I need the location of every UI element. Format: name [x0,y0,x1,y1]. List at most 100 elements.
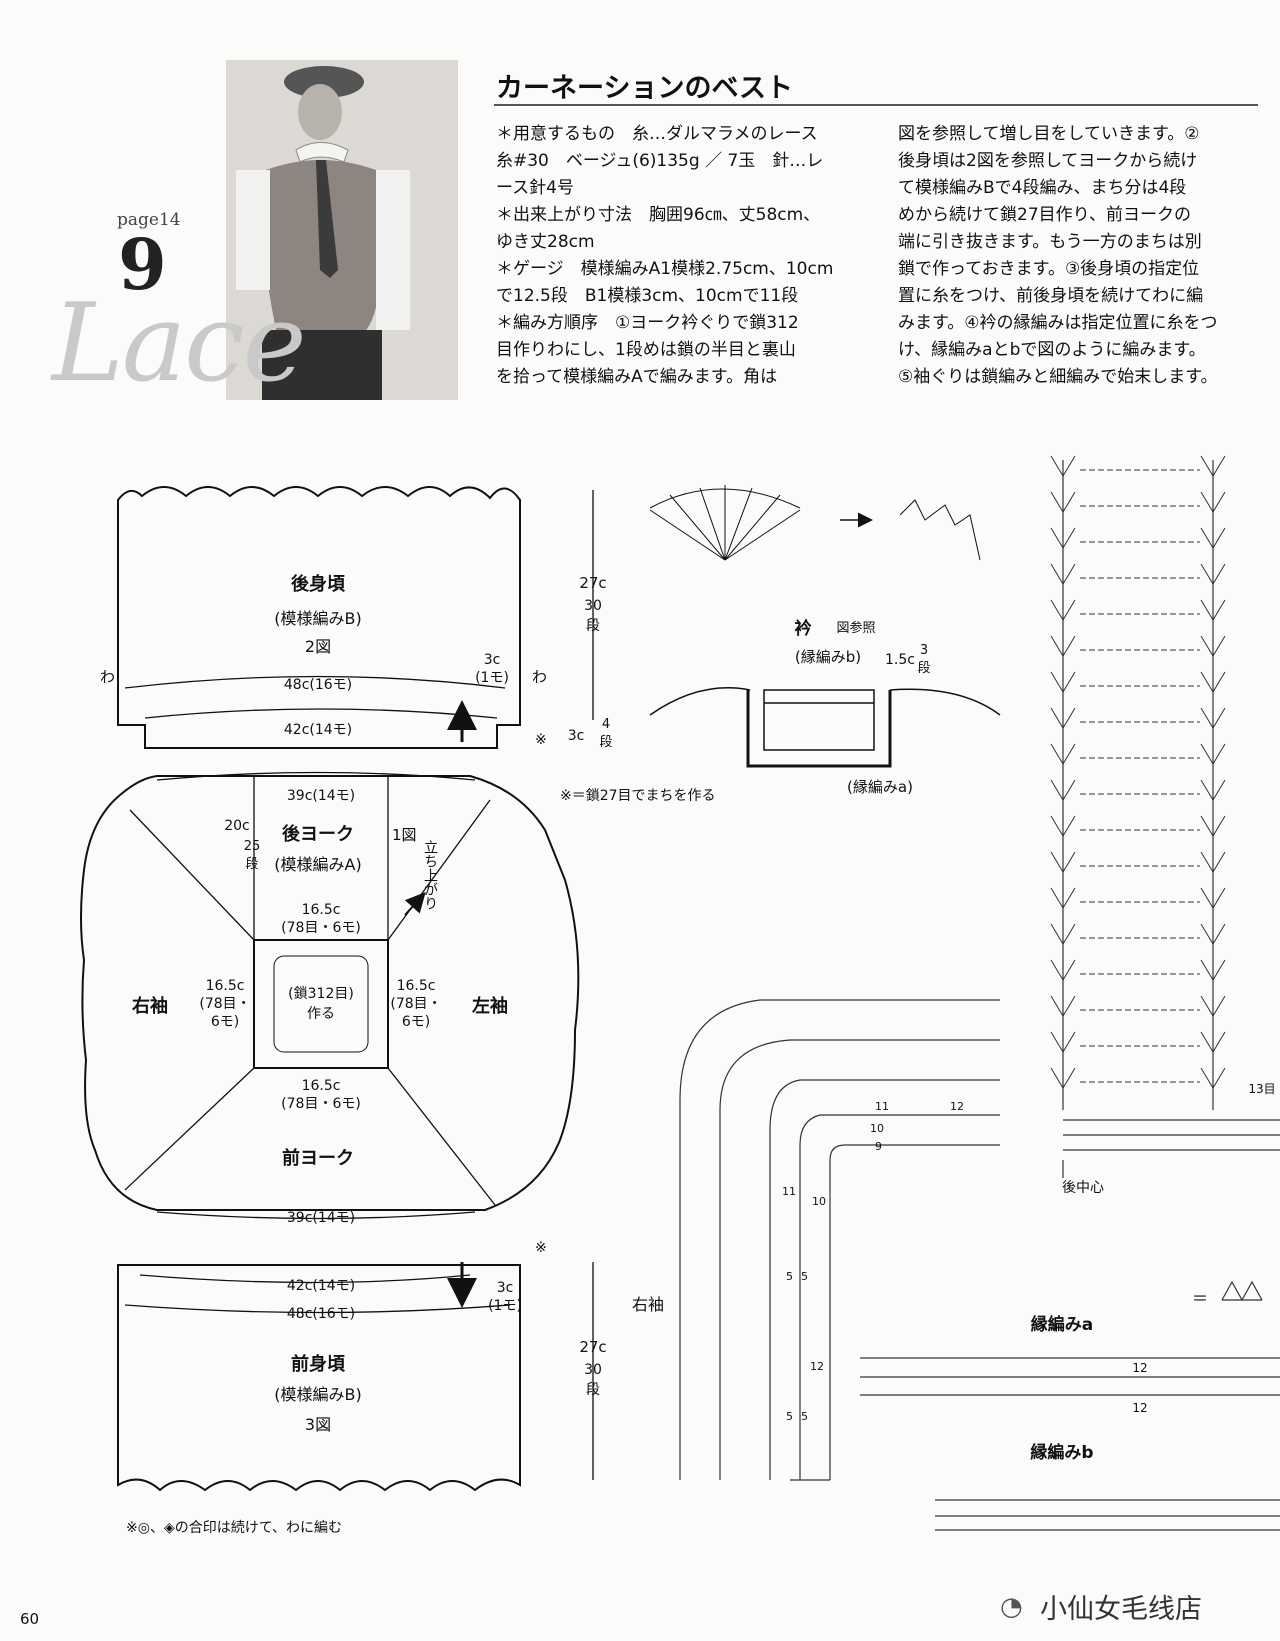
collar-label: 衿 [795,618,812,639]
watermark-text: 小仙女毛线店 [1040,1594,1202,1625]
row-label: 5 [801,1410,808,1423]
dim-3c-side: 3c [568,728,585,744]
front-body-label: 前身頃 [291,1353,346,1375]
fan-stitch-mark [1050,707,1076,729]
row-13-label: 13目 [1248,1082,1275,1096]
edging-a-count-bottom: 12 [1132,1401,1147,1415]
fan-stitch-mark [1050,491,1076,513]
lace-decor-word: Lace [52,281,307,406]
row-label: 5 [801,1270,808,1283]
instruction-line: めから続けて鎖27目作り、前ヨークの [898,205,1191,225]
collar-dim-dan: 段 [917,661,930,676]
dim-dan-bottom: 段 [586,1382,600,1398]
fan-stitch-mark [1200,635,1226,657]
fan-stitch-mark [1050,527,1076,549]
fan-stitch-mark [1200,743,1226,765]
fan-stitch-mark [1200,779,1226,801]
row-label: 12 [810,1360,824,1373]
fan-stitch-mark [1200,671,1226,693]
center-make: 作る [307,1006,335,1022]
instruction-line: ＊ゲージ 模様編みA1模様2.75cm、10cm [496,259,834,279]
fan-stitch-mark [1200,851,1226,873]
row-label: 9 [875,1140,882,1153]
edging-a-title: 縁編みa [1031,1314,1093,1335]
back-body-stitch: (模様編みB) [274,609,361,628]
dim-dan-4: 段 [599,735,612,750]
instruction-line: ゆき丈28cm [496,232,595,252]
row-label: 11 [782,1185,796,1198]
fan-stitch-mark [1200,1031,1226,1053]
instruction-line: ⑤袖ぐりは鎖編みと細編みで始末します。 [898,367,1218,387]
dim-1mo-bottom: (1モ) [488,1298,522,1314]
kome-bottom: ※ [535,1240,547,1256]
fan-stitch-mark [1200,1067,1226,1089]
pattern-number: 9 [118,223,167,306]
instruction-line: 目作りわにし、1段めは鎖の半目と裏山 [496,340,796,360]
front-body-fig: 3図 [305,1415,331,1434]
gusset-note: ※＝鎖27目でまちを作る [560,788,716,804]
row-label: 5 [786,1410,793,1423]
instruction-line: ＊出来上がり寸法 胸囲96㎝、丈58cm、 [496,205,821,225]
fan-stitch-mark [1200,887,1226,909]
fan-stitch-mark [1200,815,1226,837]
dim-48-top: 48c(16モ) [284,677,352,693]
wa-left: わ [100,668,115,686]
collar-edge-a: (縁編みa) [847,778,913,796]
collar-ref: 図参照 [836,620,875,636]
right-sleeve-label: 右袖 [132,995,168,1017]
fan-stitch-mark [1050,743,1076,765]
tachiagari-label: 立ち上がり [422,840,438,910]
collar-dim-15: 1.5c [885,652,915,668]
front-body-stitch: (模様編みB) [274,1385,361,1404]
instruction-line: 後身頃は2図を参照してヨークから続け [898,151,1198,171]
dim-78-left: (78目・ [199,996,250,1012]
collar-edge-b: (縁編みb) [795,648,861,666]
join-note: ※◎、◈の合印は続けて、わに編む [126,1519,342,1536]
fan-stitch-mark [1050,1067,1076,1089]
dim-30-bottom: 30 [584,1362,602,1378]
edging-a-count-top: 12 [1132,1361,1147,1375]
dim-6mo-right: 6モ) [402,1014,430,1030]
instruction-line: みます。④衿の縁編みは指定位置に糸をつ [898,313,1218,333]
fan-stitch-mark [1050,995,1076,1017]
edge-equals: ＝ [1192,1289,1208,1308]
instruction-line: 鎖で作っておきます。③後身頃の指定位 [898,259,1200,279]
dim-6mo-left: 6モ) [211,1014,239,1030]
dim-27c-bottom: 27c [579,1338,606,1356]
fan-stitch-mark [1050,671,1076,693]
dim-39-bottom: 39c(14モ) [287,1210,355,1226]
instruction-line: 置に糸をつけ、前後身頃を続けてわに編 [898,286,1204,306]
fan-stitch-mark [1050,959,1076,981]
back-yoke-label: 後ヨーク [282,823,354,845]
fan-stitch-mark [1050,779,1076,801]
collar-dim-3: 3 [920,643,928,658]
fan-stitch-mark [1050,851,1076,873]
dim-165-left: 16.5c [206,978,245,994]
instruction-line: 図を参照して増し目をしていきます。② [898,124,1200,144]
back-body-fig: 2図 [305,637,331,656]
dim-42-bottom: 42c(14モ) [287,1278,355,1294]
fan-stitch-mark [1200,563,1226,585]
dim-39-top: 39c(14モ) [287,788,355,804]
wechat-icon: ◔ [1000,1592,1023,1622]
dim-1mo-top: (1モ) [475,670,509,686]
instruction-line: ＊用意するもの 糸…ダルマラメのレース [496,124,818,144]
instruction-line: 端に引き抜きます。もう一方のまちは別 [898,232,1202,252]
kome-top: ※ [535,732,547,748]
dim-42-top: 42c(14モ) [284,722,352,738]
fan-stitch-mark [1200,995,1226,1017]
fan-stitch-mark [1200,491,1226,513]
row-label: 5 [786,1270,793,1283]
dim-165-bottom: 16.5c [302,1078,341,1094]
fan-stitch-mark [1050,455,1076,477]
left-sleeve-label: 左袖 [472,995,508,1017]
fan-stitch-mark [1050,815,1076,837]
row-label: 12 [950,1100,964,1113]
dim-3c-top: 3c [484,652,501,668]
edging-b-title: 縁編みb [1030,1442,1093,1463]
dim-20c: 20c [224,818,250,834]
title-rule [494,104,1258,106]
row-label: 11 [875,1100,889,1113]
instruction-line: て模様編みBで4段編み、まち分は4段 [898,178,1187,198]
